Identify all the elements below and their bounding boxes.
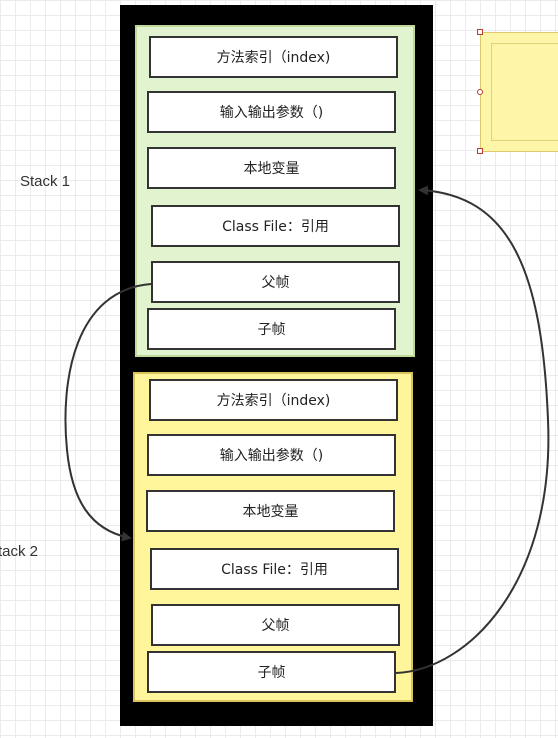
stack-2-child-frame[interactable]: 子帧 bbox=[147, 651, 396, 693]
stack-2-label: tack 2 bbox=[0, 543, 39, 560]
stack-1-io-params-frame[interactable]: 输入输出参数（) bbox=[147, 91, 396, 133]
stack-1-local-vars-frame[interactable]: 本地变量 bbox=[147, 147, 396, 189]
parent-to-stack-2-arrow[interactable] bbox=[64, 283, 152, 542]
stack-2-local-vars-frame[interactable]: 本地变量 bbox=[146, 490, 395, 532]
resize-handle-bottom-left[interactable] bbox=[477, 148, 483, 154]
selected-shape[interactable] bbox=[480, 32, 558, 152]
stack-2-class-file-frame[interactable]: Class File：引用 bbox=[150, 548, 399, 590]
resize-handle-top-left[interactable] bbox=[477, 29, 483, 35]
stack-2-panel[interactable] bbox=[133, 372, 413, 702]
stack-1-child-frame[interactable]: 子帧 bbox=[147, 308, 396, 350]
stack-1-label: Stack 1 bbox=[20, 173, 71, 190]
stack-1-class-file-frame[interactable]: Class File：引用 bbox=[151, 205, 400, 247]
selected-shape-inner bbox=[491, 43, 558, 141]
stack-1-parent-frame[interactable]: 父帧 bbox=[151, 261, 400, 303]
resize-handle-left[interactable] bbox=[477, 89, 483, 95]
stack-2-io-params-frame[interactable]: 输入输出参数（) bbox=[147, 434, 396, 476]
stack-2-method-index-frame[interactable]: 方法索引（index) bbox=[149, 379, 398, 421]
stack-2-parent-frame[interactable]: 父帧 bbox=[151, 604, 400, 646]
stack-1-method-index-frame[interactable]: 方法索引（index) bbox=[149, 36, 398, 78]
child-to-stack-1-arrow[interactable] bbox=[395, 185, 550, 674]
